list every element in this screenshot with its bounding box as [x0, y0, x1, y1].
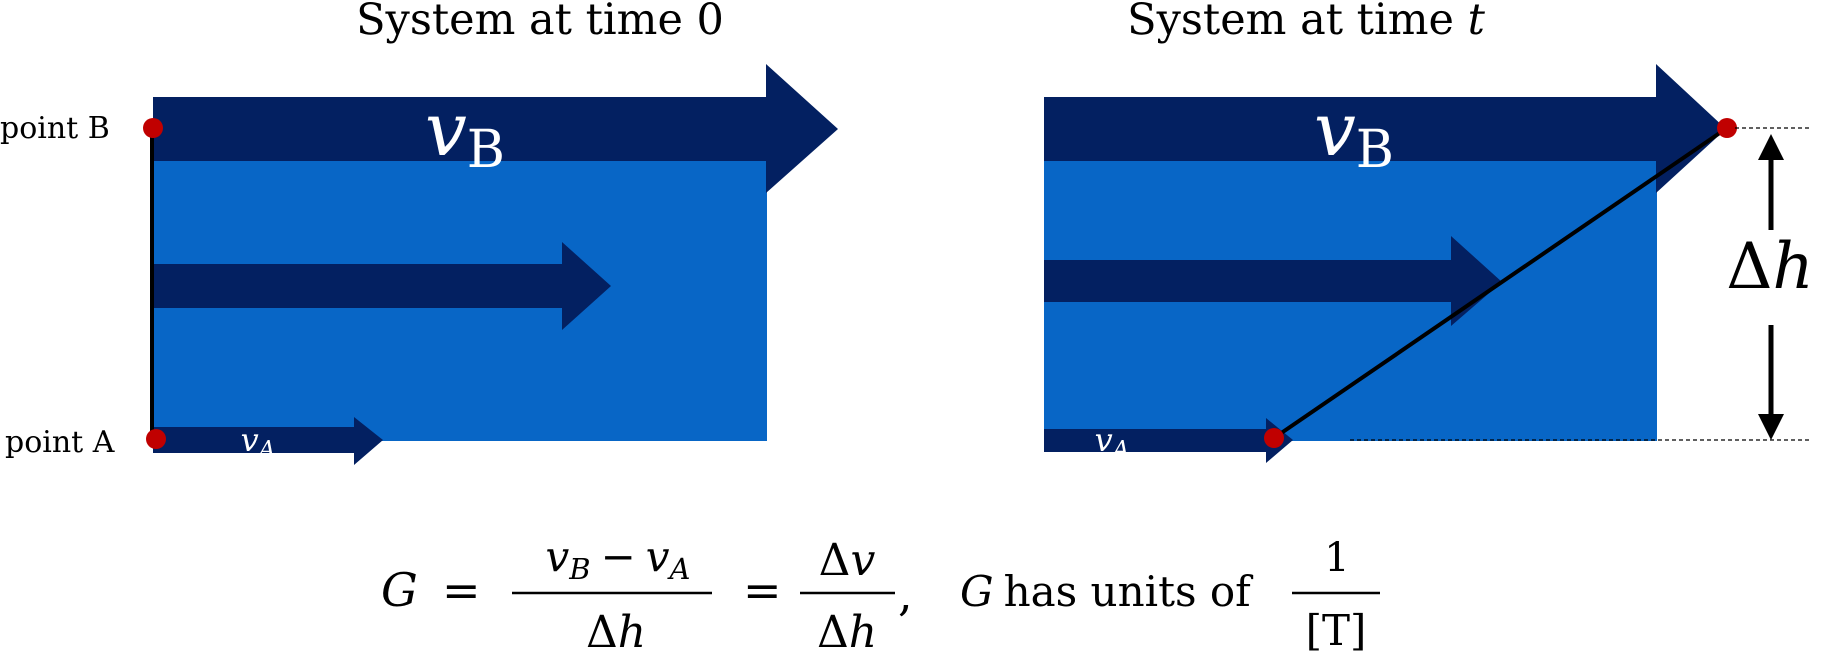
- velocity-a-label: vA: [241, 421, 276, 463]
- bottom-velocity-arrow: [153, 417, 383, 465]
- panel-time-zero: System at time 0 point B point A vB vA: [0, 0, 838, 465]
- formula-lhs: G: [381, 563, 418, 617]
- point-a-marker: [146, 429, 166, 449]
- point-a-label: point A: [5, 425, 115, 460]
- top-velocity-arrow: [1044, 64, 1726, 193]
- velocity-b-label: vB: [1314, 87, 1394, 180]
- point-b-marker: [143, 118, 163, 138]
- point-b-marker: [1717, 118, 1737, 138]
- top-velocity-arrow: [153, 64, 838, 193]
- fraction-numerator: vB−vA: [546, 532, 691, 586]
- bottom-velocity-arrow: [1044, 418, 1293, 463]
- velocity-b-label: vB: [425, 87, 505, 180]
- height-dimension-arrow: [1758, 134, 1784, 440]
- units-denominator: [T]: [1306, 606, 1367, 655]
- fraction-numerator: Δv: [819, 535, 876, 586]
- fraction-denominator: Δh: [586, 607, 646, 658]
- units-numerator: 1: [1324, 535, 1349, 581]
- formula-equals: =: [442, 563, 481, 617]
- fraction-denominator: Δh: [817, 607, 877, 658]
- middle-velocity-arrow: [1044, 236, 1502, 326]
- panel-title-time-zero: System at time 0: [356, 0, 724, 45]
- height-delta-label: Δh: [1726, 230, 1813, 304]
- sheared-material-line: [1272, 126, 1729, 440]
- point-a-marker: [1264, 428, 1284, 448]
- panel-time-t: System at time t Δh vB vA: [1044, 0, 1814, 463]
- formula-comma: ,: [898, 567, 913, 621]
- formula-equals: =: [743, 563, 782, 617]
- panel-title-time-t: System at time t: [1127, 0, 1486, 45]
- point-b-label: point B: [0, 111, 110, 146]
- velocity-a-label: vA: [1095, 421, 1130, 463]
- middle-velocity-arrow: [153, 242, 611, 330]
